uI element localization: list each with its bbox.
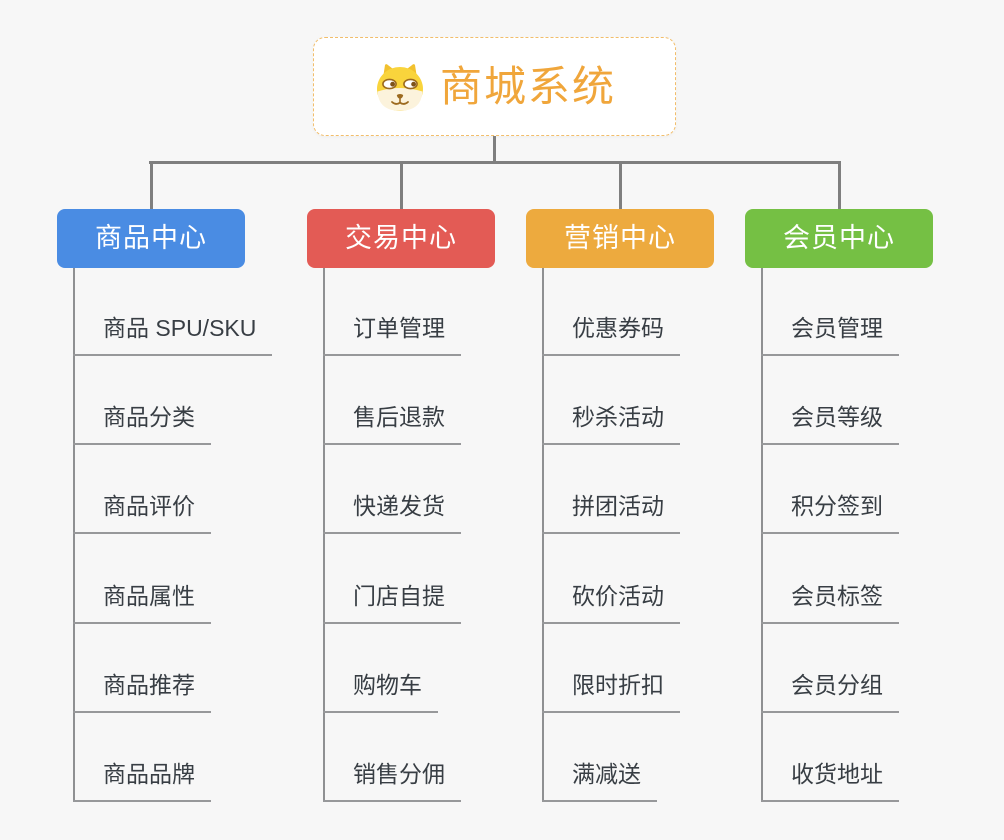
mindmap-item[interactable]: 会员等级	[761, 401, 899, 445]
root-stem-line	[493, 136, 496, 164]
mindmap-item[interactable]: 快递发货	[323, 490, 461, 534]
branch-drop-line	[618, 161, 622, 209]
branch-trunk-line	[542, 268, 544, 802]
mindmap-item[interactable]: 商品属性	[73, 580, 211, 624]
mindmap-item[interactable]: 砍价活动	[542, 580, 680, 624]
mindmap-item[interactable]: 限时折扣	[542, 669, 680, 713]
mindmap-item[interactable]: 拼团活动	[542, 490, 680, 534]
mindmap-item[interactable]: 销售分佣	[323, 758, 461, 802]
branch-label: 会员中心	[783, 223, 895, 253]
mindmap-item[interactable]: 满减送	[542, 758, 657, 802]
branch-trunk-line	[761, 268, 763, 802]
mindmap-item[interactable]: 门店自提	[323, 580, 461, 624]
mindmap-item[interactable]: 会员管理	[761, 312, 899, 356]
mindmap-item[interactable]: 商品评价	[73, 490, 211, 534]
branch-box-2[interactable]: 交易中心	[307, 209, 495, 268]
branch-box-3[interactable]: 营销中心	[526, 209, 714, 268]
mindmap-item[interactable]: 商品品牌	[73, 758, 211, 802]
mindmap-item[interactable]: 收货地址	[761, 758, 899, 802]
doge-face-icon	[373, 62, 427, 112]
root-node[interactable]: 商城系统	[313, 37, 676, 136]
branch-drop-line	[837, 161, 841, 209]
mindmap-item[interactable]: 会员标签	[761, 580, 899, 624]
mindmap-item[interactable]: 购物车	[323, 669, 438, 713]
mindmap-item[interactable]: 积分签到	[761, 490, 899, 534]
mindmap-item[interactable]: 优惠券码	[542, 312, 680, 356]
branch-trunk-line	[323, 268, 325, 802]
branch-label: 营销中心	[564, 223, 676, 253]
branch-trunk-line	[73, 268, 75, 802]
mindmap-item[interactable]: 商品推荐	[73, 669, 211, 713]
mindmap-item[interactable]: 售后退款	[323, 401, 461, 445]
branch-label: 交易中心	[345, 223, 457, 253]
mindmap-item[interactable]: 商品分类	[73, 401, 211, 445]
mindmap-item[interactable]: 秒杀活动	[542, 401, 680, 445]
branch-drop-line	[399, 161, 403, 209]
connector-hbar-line	[149, 161, 840, 164]
branch-label: 商品中心	[95, 223, 207, 253]
mindmap-item[interactable]: 商品 SPU/SKU	[73, 312, 273, 356]
branch-drop-line	[149, 161, 153, 209]
root-title: 商城系统	[439, 62, 616, 110]
mindmap-item[interactable]: 订单管理	[323, 312, 461, 356]
branch-box-4[interactable]: 会员中心	[745, 209, 933, 268]
branch-box-1[interactable]: 商品中心	[57, 209, 245, 268]
mindmap-item[interactable]: 会员分组	[761, 669, 899, 713]
